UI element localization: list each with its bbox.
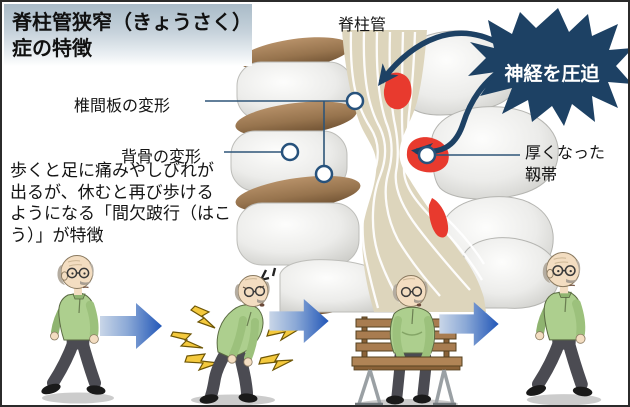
bench-seat	[351, 356, 463, 405]
spine-diagram	[205, 30, 560, 316]
canal-label: 脊柱管	[338, 15, 387, 34]
starburst-label: 神経を圧迫	[504, 62, 599, 85]
ligament-label-line1: 厚くなった	[525, 143, 606, 162]
ligament-label-line2: 靱帯	[525, 165, 558, 184]
title-line1: 脊柱管狭窄（きょうさく）	[12, 10, 252, 34]
symptom-description: 歩くと足に痛みやしびれが 出るが、休むと再び歩ける ようになる「間欠跛行（はこ …	[10, 161, 231, 247]
leader-lines	[205, 100, 520, 166]
ligament-label: 厚くなった 靱帯	[525, 142, 605, 186]
description-line: う）」が特徴	[10, 225, 104, 246]
title-line2: 症の特徴	[12, 36, 92, 60]
vertebral-column	[230, 37, 422, 316]
description-line: ようになる「間欠跛行（はこ	[10, 204, 231, 224]
title: 脊柱管狭窄（きょうさく） 症の特徴	[4, 4, 252, 66]
starburst-shape	[468, 8, 628, 126]
elderly-man-walking-again-icon	[522, 252, 606, 407]
elderly-man-resting-on-bench-icon	[351, 275, 463, 405]
elderly-man-leg-pain-icon	[170, 267, 302, 405]
pain-lightning-icons	[170, 305, 302, 372]
right-arrow-icon	[439, 302, 499, 346]
posterior-bones	[398, 30, 560, 309]
shock-mark-icon	[258, 267, 277, 282]
description-line: 出るが、休むと再び歩ける	[10, 182, 214, 203]
point-markers	[280, 91, 437, 184]
description-line: 歩くと足に痛みやしびれが	[10, 161, 214, 181]
disc-deformation-label: 椎間板の変形	[74, 96, 171, 115]
bone-deformation-label: 背骨の変形	[121, 147, 202, 166]
starburst-callout: 神経を圧迫	[468, 8, 628, 126]
right-arrow-icon	[269, 299, 329, 343]
right-arrow-icon	[100, 303, 162, 349]
sitting-man	[386, 275, 436, 405]
